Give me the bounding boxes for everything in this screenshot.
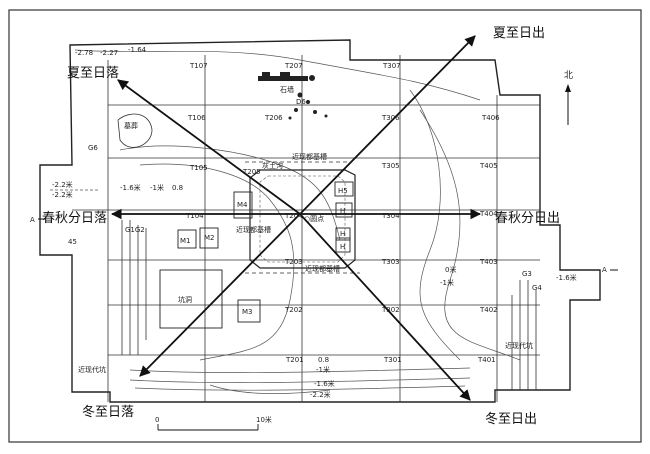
feature-label: G3 (522, 270, 532, 278)
scale-zero: 0 (155, 416, 159, 424)
label-foundation-mid: 近现都基槽 (236, 225, 271, 234)
scale-label: 10米 (256, 415, 272, 424)
square-label: T207 (284, 62, 303, 70)
square-label: T304 (381, 212, 400, 220)
square-label: T206 (264, 114, 283, 122)
square-label: T105 (189, 164, 208, 172)
north-arrow (565, 84, 571, 125)
contour-lines (50, 49, 521, 395)
label-stone-wall: 石墙 (280, 85, 294, 94)
label-tomb-top: 墓葬 (124, 121, 138, 130)
feature-label: H (340, 207, 345, 215)
square-label: T204 (284, 212, 303, 220)
enclosure-inner (259, 175, 346, 263)
square-label: T402 (479, 306, 498, 314)
feature-label: M3 (242, 308, 253, 316)
elevation-label: -1.6米 (120, 183, 141, 192)
square-label: T404 (479, 210, 498, 218)
enclosure-dashed (245, 161, 360, 274)
elevation-label: 45 (68, 238, 77, 246)
ditches (117, 113, 537, 390)
label-equinox-sunrise: 春秋分日出 (495, 211, 560, 226)
elevation-label: -2.27 (100, 49, 118, 57)
elevation-label: -1.6米 (314, 379, 335, 388)
north-label: 北 (564, 70, 573, 81)
feature-label: M1 (180, 237, 191, 245)
scale-bar (157, 424, 259, 431)
outer-frame (8, 9, 642, 443)
winter-sunrise-arrow (299, 213, 471, 401)
square-label: T305 (381, 162, 400, 170)
summer-sunset-arrow (117, 79, 301, 215)
square-label: T401 (477, 356, 496, 364)
label-ash-pit: 灰土沟 (262, 161, 283, 170)
square-label: T405 (479, 162, 498, 170)
label-foundation-top: 近现都基槽 (292, 152, 327, 161)
winter-sunset-arrow (139, 213, 301, 377)
square-label: T403 (479, 258, 498, 266)
feature-label: H (340, 243, 345, 251)
square-label: T107 (189, 62, 208, 70)
feature-label: M2 (204, 234, 215, 242)
square-label: T303 (381, 258, 400, 266)
label-modern-pit-left: 近现代坑 (78, 365, 106, 374)
square-label: T104 (185, 212, 204, 220)
square-label: T406 (481, 114, 500, 122)
label-centre: ○圆点 (304, 215, 324, 223)
feature-label: M4 (237, 201, 248, 209)
elevation-label: -1.6米 (556, 273, 577, 282)
label-equinox-sunset: 春秋分日落 (42, 211, 107, 226)
square-label: T106 (187, 114, 206, 122)
square-label: T307 (382, 62, 401, 70)
elevation-label: -1米 (316, 365, 330, 374)
elevation-label: -2.2米 (52, 180, 73, 189)
elevation-label: -2.78 (75, 49, 93, 57)
label-foundation-low: 近现都基槽 (305, 264, 340, 273)
square-label: T201 (285, 356, 304, 364)
tombs (159, 191, 261, 329)
elevation-label: 0.8 (318, 356, 329, 364)
section-a-left: A (30, 216, 35, 224)
square-label: T203 (284, 258, 303, 266)
elevation-label: 0.8 (172, 184, 183, 192)
elevation-label: -2.2米 (310, 390, 331, 399)
feature-label: G1G2 (125, 226, 145, 234)
house-pits (334, 181, 354, 253)
elevation-label: -2.2米 (52, 190, 73, 199)
square-label: T301 (383, 356, 402, 364)
feature-label: H (340, 230, 345, 238)
square-label: T306 (381, 114, 400, 122)
label-summer-sunset: 夏至日落 (67, 66, 119, 81)
feature-label: H5 (338, 187, 348, 195)
label-winter-sunset: 冬至日落 (82, 404, 134, 420)
section-a-right: A (602, 266, 607, 274)
solar-alignment-lines (110, 35, 482, 401)
label-summer-sunrise: 夏至日出 (493, 26, 545, 41)
elevation-label: 0米 (445, 265, 456, 274)
feature-label: G4 (532, 284, 542, 292)
label-winter-sunrise: 冬至日出 (485, 411, 537, 427)
elevation-label: -1米 (150, 183, 164, 192)
feature-label: G6 (88, 144, 98, 152)
square-label: T205 (242, 168, 261, 176)
summer-sunrise-arrow (299, 35, 476, 215)
feature-label: D6 (296, 98, 306, 106)
label-modern-pit-right: 近现代坑 (505, 341, 533, 350)
label-pit: 坑洞 (178, 295, 192, 304)
square-label: T302 (381, 306, 400, 314)
central-enclosure (249, 169, 356, 269)
stone-cluster (258, 72, 328, 120)
site-outline (39, 39, 601, 403)
square-label: T202 (284, 306, 303, 314)
elevation-label: -1.64 (128, 46, 147, 54)
elevation-label: -1米 (440, 278, 454, 287)
